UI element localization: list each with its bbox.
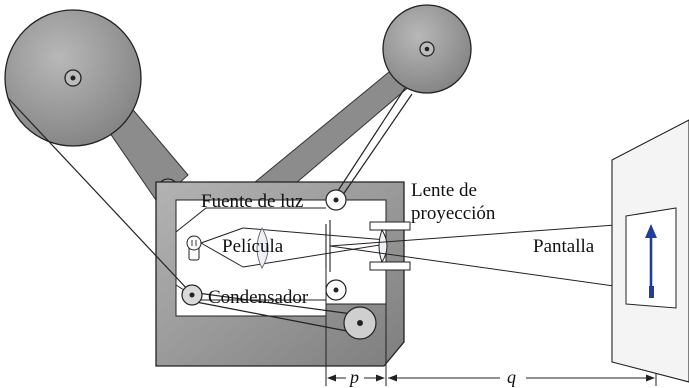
- q-dimension-arrow: [388, 374, 655, 382]
- p-label: p: [348, 367, 359, 387]
- sprocket-bottom-icon: [325, 279, 347, 301]
- lens-label-line2: proyección: [411, 203, 496, 224]
- right-reel-icon: [382, 4, 472, 94]
- condenser-lens-icon: [256, 227, 269, 269]
- light-housing: [175, 207, 326, 233]
- projection-rays: [329, 221, 657, 293]
- condenser-label: Condensador: [208, 287, 309, 308]
- screen-label: Pantalla: [533, 236, 595, 257]
- light-rays: [200, 227, 387, 268]
- arrow-image-icon: [645, 224, 657, 298]
- p-dimension-arrow: [327, 374, 385, 382]
- film-label: Película: [222, 236, 284, 257]
- sprocket-top-icon: [325, 189, 347, 211]
- sprocket-left-icon: [181, 284, 203, 306]
- lens-label-line1: Lente de: [411, 180, 477, 201]
- q-label: q: [507, 367, 516, 387]
- left-reel-icon: [4, 9, 142, 147]
- light-source-label: Fuente de luz: [201, 191, 303, 212]
- lamp-icon: [186, 235, 202, 261]
- takeup-roller-icon: [343, 306, 377, 340]
